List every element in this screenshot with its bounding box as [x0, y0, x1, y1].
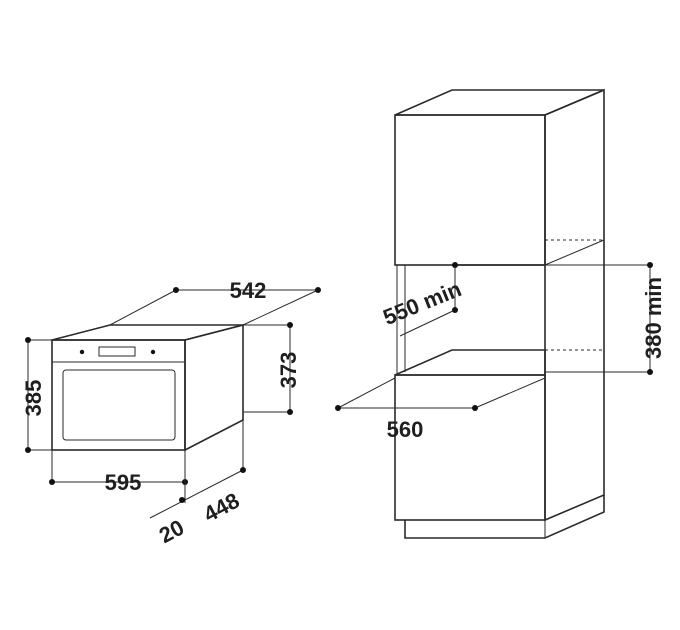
- dimension-oven-depth: 20 448: [149, 420, 246, 549]
- dim-label-385: 385: [21, 380, 46, 417]
- dimension-oven-front-width: 595: [49, 450, 188, 495]
- oven-display-icon: [98, 346, 136, 357]
- dimension-oven-total-height: 385: [21, 337, 52, 453]
- dim-label-380-min: 380 min: [641, 277, 666, 359]
- dimension-oven-width: 542: [109, 278, 321, 326]
- dim-label-595: 595: [105, 470, 142, 495]
- oven-side-face: [184, 323, 244, 452]
- cabinet-lower-front: [394, 374, 546, 521]
- cabinet-plinth: [404, 495, 605, 539]
- oven-front-panel: [51, 339, 186, 451]
- oven-body: [51, 323, 244, 452]
- dim-label-560: 560: [387, 417, 424, 442]
- dim-label-542: 542: [230, 278, 267, 303]
- cabinet-side-face: [544, 88, 605, 522]
- oven-knob-icon: [79, 349, 85, 355]
- dimension-cabinet-depth-min: 380 min: [545, 262, 666, 375]
- cabinet-niche-floor: [394, 349, 546, 376]
- cabinet-upper-front: [394, 114, 546, 266]
- dimension-cabinet-height-min: 550 min: [380, 262, 465, 337]
- dimension-oven-inner-height: 373: [243, 322, 301, 415]
- dim-label-448: 448: [199, 488, 243, 527]
- cabinet: [394, 88, 605, 539]
- dim-label-550-min: 550 min: [380, 276, 465, 330]
- oven-window: [62, 369, 176, 441]
- oven-knob-icon: [150, 349, 156, 355]
- dimension-cabinet-width: 560: [335, 377, 546, 442]
- dim-label-373: 373: [276, 352, 301, 389]
- dim-label-20: 20: [155, 515, 188, 549]
